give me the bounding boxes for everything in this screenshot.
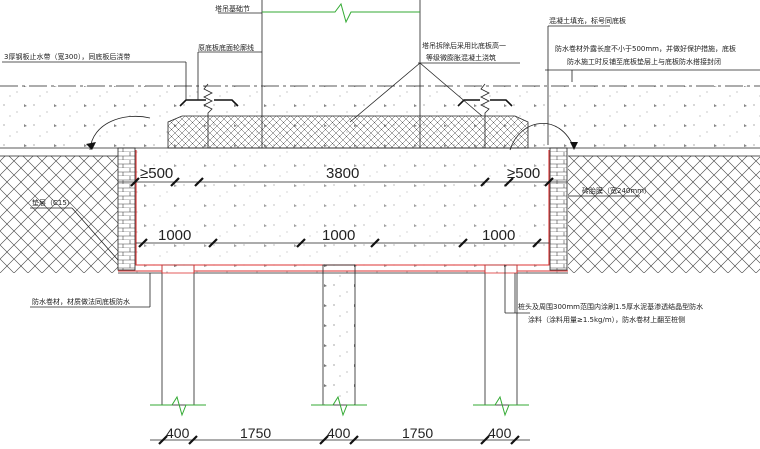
dim-right-500: ≥500 — [507, 165, 540, 182]
label-waterproof-exposed-2: 防水施工时反铺至底板垫层上与底板防水搭接封闭 — [567, 57, 721, 66]
dim-mid-1000: 1000 — [322, 227, 355, 244]
pile-mid — [311, 264, 367, 417]
soil-right — [568, 156, 760, 273]
dim-pile-right-400: 400 — [488, 425, 512, 441]
label-crane-removal-2: 等级微膨胀混凝土浇筑 — [426, 53, 496, 62]
brick-wall-right — [549, 147, 568, 271]
brick-wall-left — [117, 147, 136, 271]
dim-gap-right-1750: 1750 — [402, 425, 433, 441]
pile-left — [150, 264, 206, 417]
label-pile-head-2: 涂料（涂料用量≥1.5kg/m），防水卷材上翻至桩侧 — [528, 315, 685, 324]
dim-left-1000: 1000 — [158, 227, 191, 244]
waterstop-right — [457, 83, 513, 148]
label-waterproof-exposed-1: 防水卷材外露长度不小于500mm，并做好保护措施，底板 — [555, 44, 736, 53]
label-crane-removal-1: 塔吊拆除后采用比底板高一 — [422, 41, 506, 50]
label-steel-waterstop: 3厚钢板止水带（宽300），同底板后浇带 — [4, 52, 130, 61]
dim-left-500: ≥500 — [140, 165, 173, 182]
leader-lines — [2, 12, 760, 314]
curve-arrow-left — [89, 115, 151, 151]
crane-infill — [167, 115, 529, 149]
label-pile-head-1: 桩头及周围300mm范围内涂刷1.5厚水泥基渗透结晶型防水 — [518, 302, 703, 311]
pile-right — [473, 264, 529, 417]
label-concrete-fill: 混凝土填充，标号同底板 — [549, 16, 626, 25]
tower-crane-section — [261, 0, 421, 148]
label-waterproof-roll: 防水卷材，材质做法同底板防水 — [32, 297, 130, 306]
dim-row-top — [118, 177, 568, 187]
label-tower-crane-section: 塔吊基础节 — [215, 4, 250, 13]
dim-row-bottom — [150, 435, 530, 445]
dim-gap-left-1750: 1750 — [240, 425, 271, 441]
dim-pile-left-400: 400 — [166, 425, 190, 441]
dim-pile-mid-400: 400 — [327, 425, 351, 441]
label-brick-tire-mold: 砖胎膜（宽240mm） — [582, 186, 651, 195]
dim-span-3800: 3800 — [326, 165, 359, 182]
curve-arrow-right — [509, 123, 575, 151]
dim-row-mid — [136, 238, 549, 248]
label-bottom-slab-outline: 原底板底面轮廓线 — [198, 43, 254, 52]
label-cushion: 垫层（C15） — [32, 198, 74, 207]
pit-body — [118, 147, 568, 274]
dim-right-1000: 1000 — [482, 227, 515, 244]
soil-left — [0, 156, 118, 273]
break-mark-top — [262, 2, 420, 24]
